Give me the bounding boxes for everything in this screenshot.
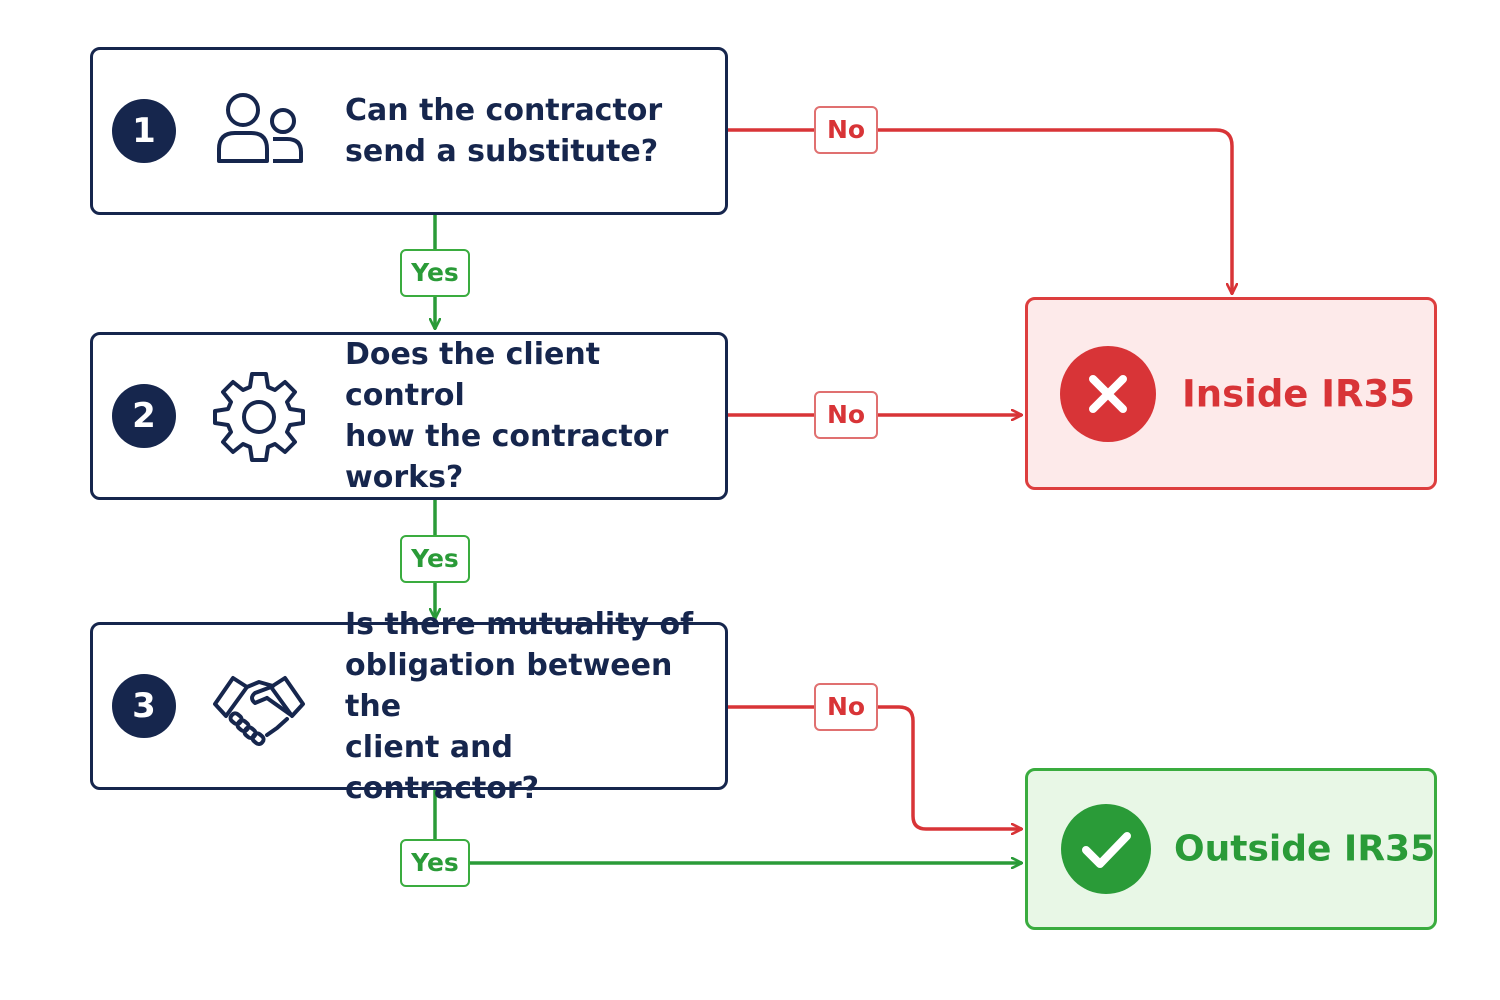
edge-label-no-q1: No bbox=[814, 106, 878, 154]
check-icon bbox=[1061, 804, 1151, 894]
result-label-outside: Outside IR35 bbox=[1174, 828, 1436, 870]
edge-label-yes-q2: Yes bbox=[400, 535, 470, 583]
result-label-inside: Inside IR35 bbox=[1182, 372, 1416, 415]
people-icon bbox=[211, 83, 307, 179]
gear-icon bbox=[211, 368, 307, 464]
question-box-3: 3 Is there mutuality of obligation betwe… bbox=[90, 607, 728, 806]
cross-icon bbox=[1060, 345, 1156, 442]
question-line: obligation between the bbox=[345, 647, 673, 724]
edge-label-no-q3: No bbox=[814, 683, 878, 731]
question-text-2: Does the client control how the contract… bbox=[345, 335, 715, 497]
result-inside-ir35: Inside IR35 bbox=[1025, 297, 1437, 490]
step-number-badge: 1 bbox=[112, 99, 176, 163]
question-text-3: Is there mutuality of obligation between… bbox=[345, 607, 715, 806]
handshake-icon bbox=[211, 658, 307, 754]
question-line: how the contractor bbox=[345, 419, 669, 454]
question-box-2: 2 Does the client control how the contra… bbox=[90, 332, 728, 500]
edge-label-no-q2: No bbox=[814, 391, 878, 439]
question-line: works? bbox=[345, 460, 464, 495]
result-outside-ir35: Outside IR35 bbox=[1025, 768, 1437, 930]
question-text-1: Can the contractor send a substitute? bbox=[345, 50, 715, 212]
step-number-badge: 3 bbox=[112, 674, 176, 738]
edge-label-yes-q3: Yes bbox=[400, 839, 470, 887]
question-line: Does the client control bbox=[345, 337, 601, 413]
question-line: Can the contractor bbox=[345, 93, 663, 128]
question-box-1: 1 Can the contractor send a substitute? bbox=[90, 47, 728, 215]
question-line: client and contractor? bbox=[345, 729, 540, 806]
question-line: Is there mutuality of bbox=[345, 606, 694, 642]
no-connector-q1 bbox=[728, 128, 1232, 294]
no-connector-q3 bbox=[728, 705, 1022, 829]
step-number-badge: 2 bbox=[112, 384, 176, 448]
question-line: send a substitute? bbox=[345, 134, 659, 169]
edge-label-yes-q1: Yes bbox=[400, 249, 470, 297]
